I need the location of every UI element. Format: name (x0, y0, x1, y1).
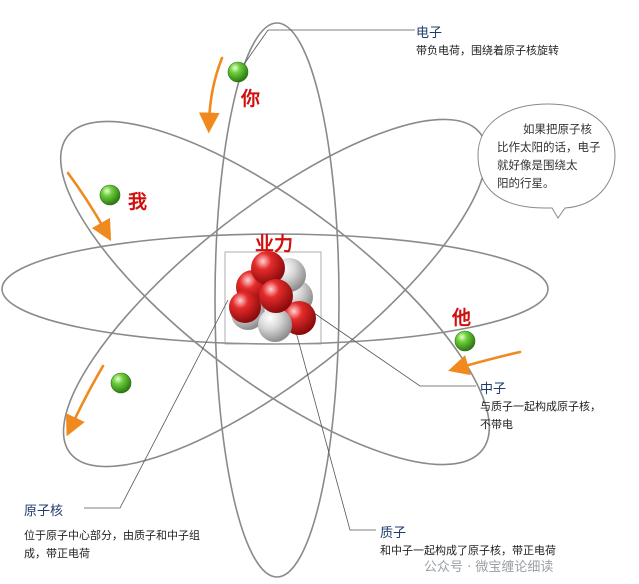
electron-desc: 带负电荷，围绕着原子核旋转 (416, 44, 559, 57)
callout-text: 如果把原子核 比作太阳的话，电子 就好像是围绕太 阳的行星。 (497, 120, 609, 192)
neutron-desc-1: 与质子一起构成原子核， (480, 400, 601, 413)
arrow-left-lower (65, 364, 105, 437)
electrons (99, 61, 476, 394)
annotation-me: 我 (128, 191, 148, 213)
proton-leader (289, 309, 376, 531)
annotation-you: 你 (241, 88, 261, 110)
callout-line-2: 比作太阳的话，电子 (497, 140, 601, 154)
proton-desc: 和中子一起构成了原子核，带正电荷 (380, 544, 556, 557)
leader-lines (84, 29, 476, 531)
callout-line-3: 就好像是围绕太 (497, 158, 578, 172)
proton (251, 251, 285, 285)
orbit-diagonal-a (62, 118, 488, 468)
nucleus-desc-1: 位于原子中心部分，由质子和中子组 (24, 529, 200, 542)
electron-right (454, 330, 476, 352)
watermark: 公众号 · 微宝缠论细读 (424, 560, 554, 575)
nucleus-leader (84, 299, 229, 509)
proton (229, 291, 261, 323)
electron-top (227, 61, 249, 83)
arrow-he (448, 350, 522, 376)
annotation-karma: 业力 (255, 233, 294, 255)
annotation-he: 他 (452, 307, 472, 329)
speech-bubble (477, 103, 616, 219)
electron-leader (239, 29, 415, 71)
orbit-diagonal-b (59, 120, 491, 466)
neutron (258, 308, 292, 342)
electron-left (99, 184, 121, 206)
arrow-me (66, 171, 112, 242)
callout-line-1: 如果把原子核 (523, 122, 592, 136)
callout-line-4: 阳的行星。 (497, 176, 555, 190)
nucleus-desc-2: 成，带正电荷 (24, 547, 90, 560)
neutron-leader (294, 299, 476, 387)
nucleus (229, 251, 316, 342)
motion-arrows (65, 56, 522, 437)
neutron-desc-2: 不带电 (480, 418, 513, 431)
electron-title: 电子 (416, 26, 443, 41)
neutron-title: 中子 (480, 382, 507, 397)
arrow-you (198, 56, 224, 134)
electron-lower-left (110, 372, 132, 394)
proton (259, 279, 293, 313)
nucleus-title: 原子核 (24, 504, 64, 519)
orbit-vertical (214, 22, 340, 578)
proton-title: 质子 (380, 526, 407, 541)
